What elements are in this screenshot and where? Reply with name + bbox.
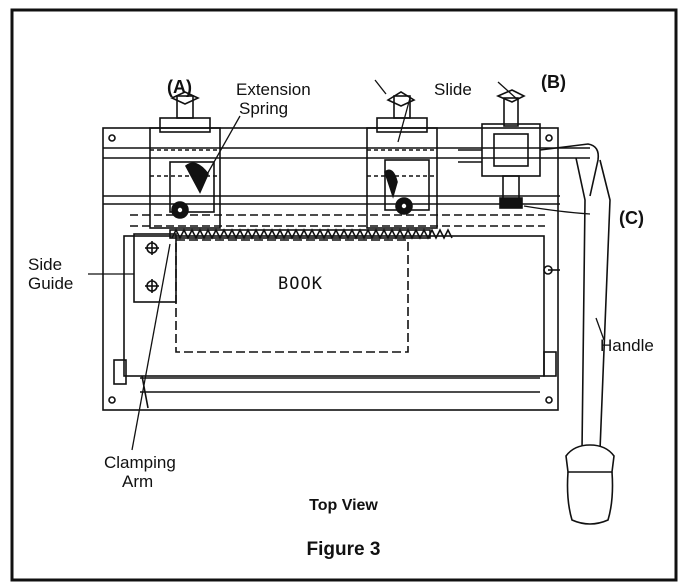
label-clamping-arm-line1: Clamping	[104, 453, 176, 472]
base-plate	[102, 127, 559, 411]
table-plate	[123, 235, 545, 377]
outer-border	[10, 8, 678, 582]
label-extension-spring-line2: Spring	[239, 99, 289, 118]
label-b: (B)	[541, 72, 566, 92]
book-outline	[175, 239, 409, 353]
label-extension-spring-line1: Extension	[236, 80, 311, 99]
bracket-b	[481, 123, 541, 177]
label-clamping-arm-line2: Arm	[122, 472, 154, 491]
caption-figure: Figure 3	[306, 539, 381, 560]
label-side-guide-line1: Side	[28, 255, 63, 274]
label-side-guide-line2: Guide	[28, 274, 74, 293]
side-guide	[133, 233, 177, 303]
label-book: BOOK	[278, 274, 323, 294]
caption-top-view: Top View	[309, 497, 378, 514]
leader-lines	[88, 79, 605, 451]
label-c: (C)	[619, 208, 644, 228]
label-slide: Slide	[434, 80, 472, 99]
machine-drawing	[102, 89, 615, 525]
label-a: (A)	[167, 77, 192, 97]
slide-a	[149, 127, 221, 229]
label-handle: Handle	[600, 336, 654, 355]
